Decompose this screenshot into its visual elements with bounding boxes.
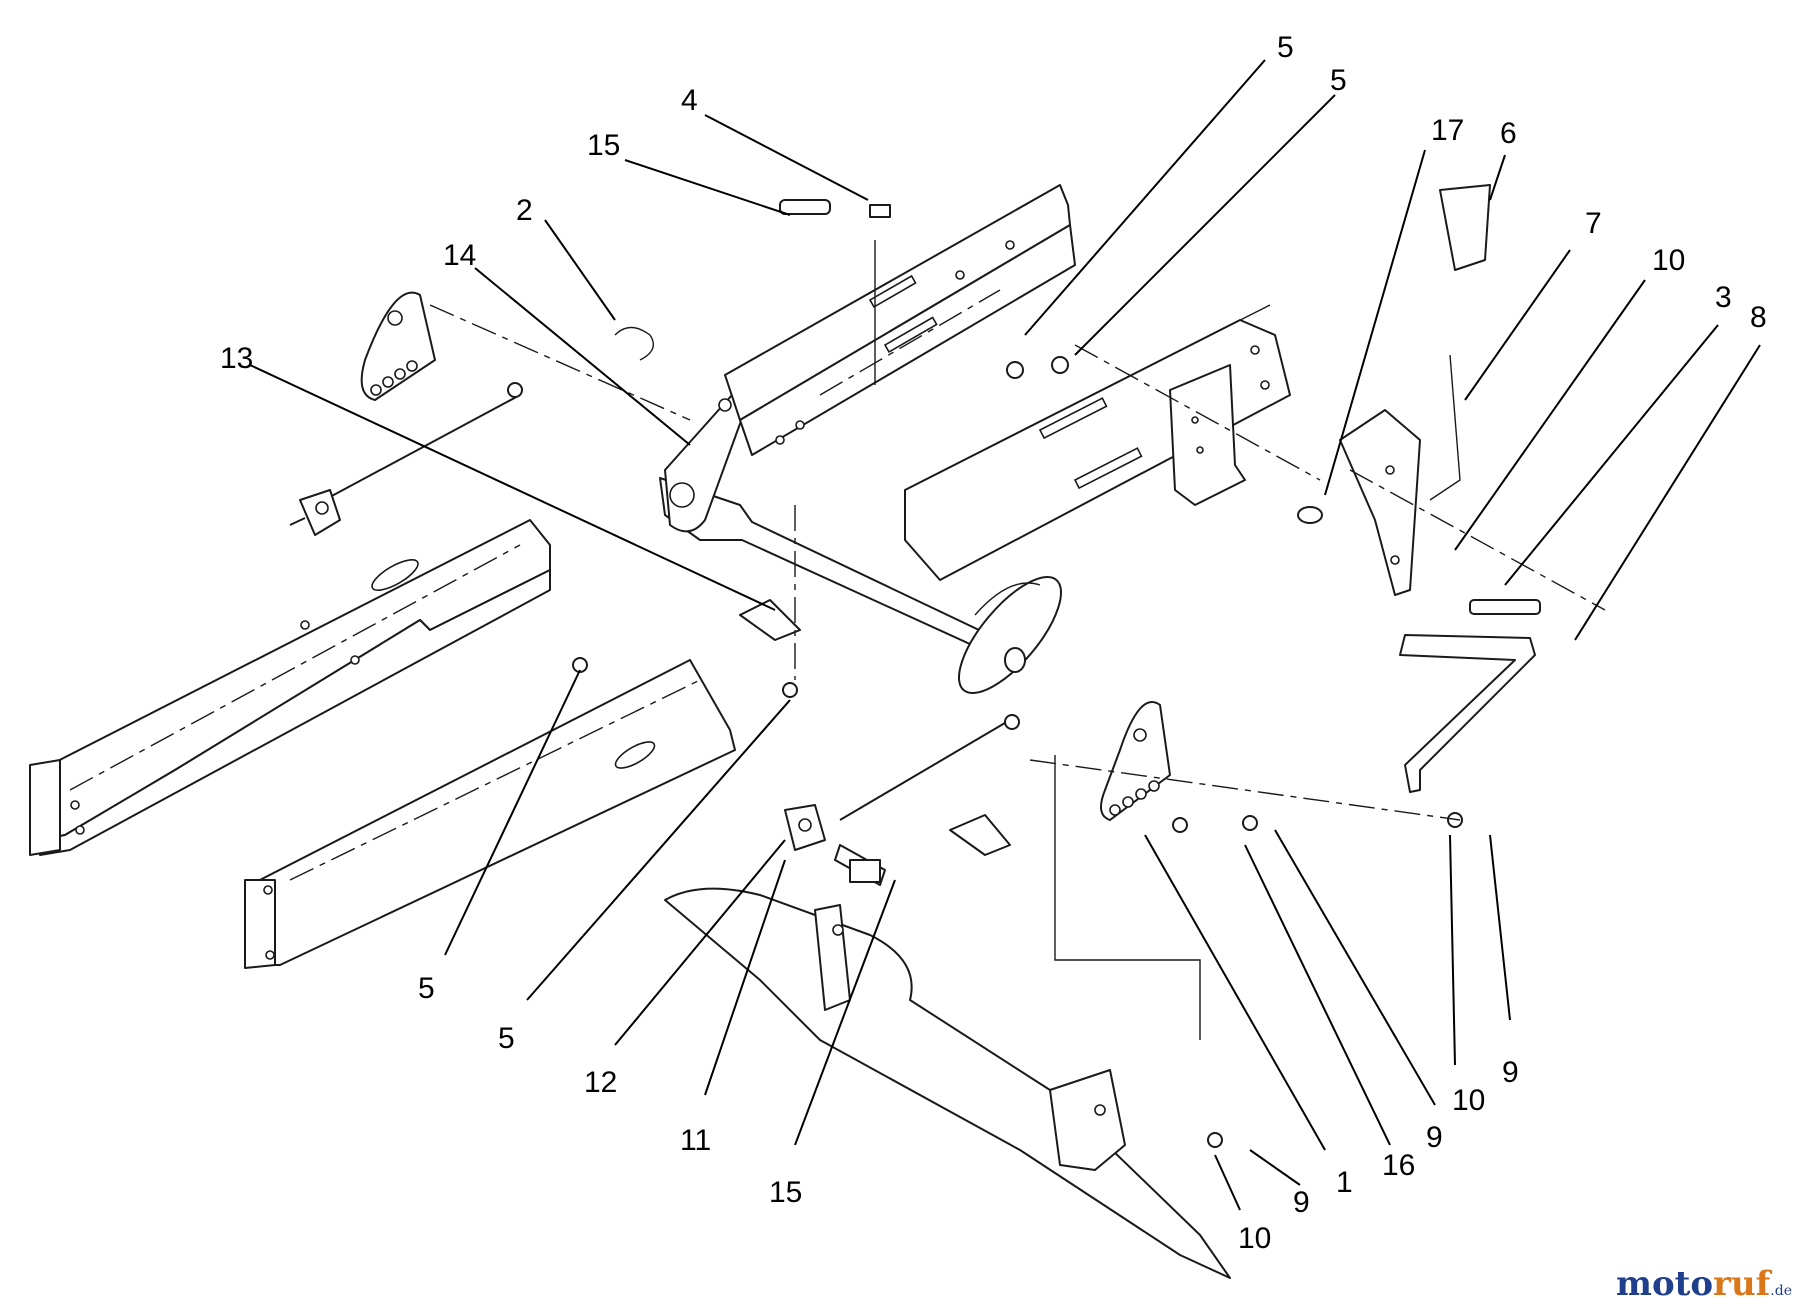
callout-label: 13 [220, 342, 253, 375]
callout-label: 17 [1431, 114, 1464, 147]
watermark-brand-a: moto [1615, 1264, 1714, 1304]
callout-label: 10 [1238, 1222, 1271, 1255]
watermark-brand-b: ruf [1713, 1264, 1771, 1304]
callout-label: 11 [680, 1124, 711, 1157]
lower-link-rod [784, 714, 1020, 886]
callout-label: 2 [516, 194, 533, 227]
shift-lever [1339, 184, 1491, 596]
callout-label: 5 [418, 972, 435, 1005]
callout-label: 7 [1585, 207, 1602, 240]
shaft-assembly [659, 393, 1063, 695]
left-frame-rail [29, 519, 551, 856]
centerlines [429, 304, 1606, 1040]
callout-label: 10 [1652, 244, 1685, 277]
motoruf-watermark: motoruf.de [1616, 1264, 1792, 1304]
callout-label: 8 [1750, 301, 1767, 334]
leader-lines [249, 59, 1761, 1211]
right-pivot-plate [1100, 701, 1171, 821]
callout-label: 12 [584, 1066, 617, 1099]
callout-label: 3 [1715, 281, 1732, 314]
hardware [572, 199, 1541, 1148]
callout-label: 5 [1330, 64, 1347, 97]
callout-labels: 5 5 4 15 2 14 13 17 6 7 10 3 8 5 5 12 11… [220, 31, 1767, 1255]
callout-label: 4 [681, 84, 698, 117]
callout-label: 10 [1452, 1084, 1485, 1117]
callout-label: 6 [1500, 117, 1517, 150]
callout-label: 9 [1426, 1121, 1443, 1154]
upper-rail [724, 184, 1076, 456]
callout-label: 1 [1336, 1166, 1353, 1199]
shift-rod [1399, 634, 1536, 793]
callout-label: 9 [1293, 1186, 1310, 1219]
right-rail [904, 304, 1291, 581]
callout-label: 14 [443, 239, 476, 272]
left-linkage [289, 382, 523, 536]
callout-label: 15 [587, 129, 620, 162]
left-pivot-plate [360, 291, 436, 401]
watermark-tld: .de [1770, 1283, 1792, 1299]
callout-label: 16 [1382, 1149, 1415, 1182]
callout-label: 9 [1502, 1056, 1519, 1089]
callout-label: 5 [498, 1022, 515, 1055]
middle-frame-rail [244, 659, 736, 969]
callout-label: 5 [1277, 31, 1294, 64]
callout-label: 15 [769, 1176, 802, 1209]
pedal-frame [664, 887, 1231, 1279]
